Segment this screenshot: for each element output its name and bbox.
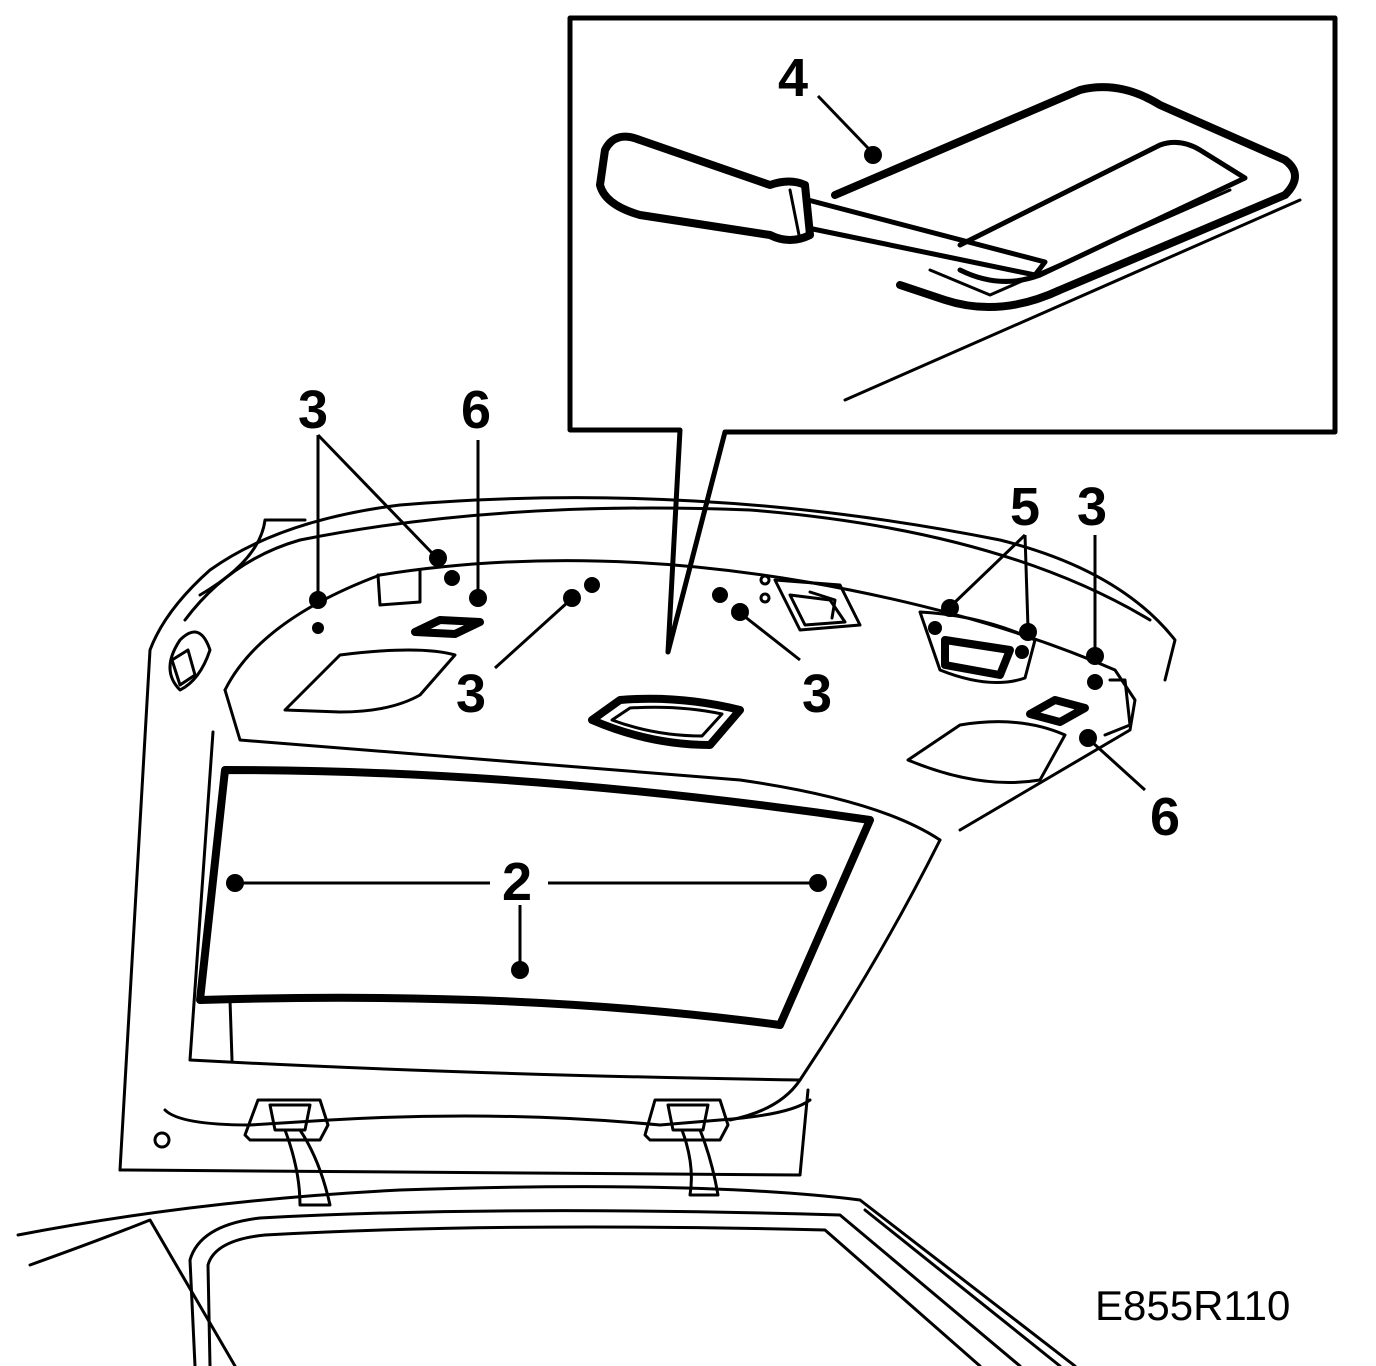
- callout-2: 2: [502, 852, 532, 912]
- hinge-left: [243, 1098, 332, 1207]
- inset-frame: [567, 15, 1338, 655]
- detail-inset: 4: [567, 15, 1338, 655]
- screwdriver-icon: [596, 132, 1048, 278]
- inset-lamp-lens: [957, 139, 1248, 284]
- figure-code: E855R110: [1095, 1282, 1290, 1329]
- callout-6-right: 6: [1150, 787, 1180, 847]
- callout-markers: 3 6 3 3 5 3 6: [226, 380, 1180, 979]
- callout-3-top-left: 3: [298, 380, 328, 440]
- rear-window-glass: [196, 766, 874, 1029]
- callout-4: 4: [778, 48, 808, 108]
- inset-trim-edge: [843, 198, 1302, 402]
- callout-3-center-left: 3: [456, 664, 486, 724]
- hinge-right: [643, 1098, 730, 1197]
- callout-6-top: 6: [461, 380, 491, 440]
- inset-lamp-housing: [831, 83, 1299, 312]
- dot-4: [864, 146, 882, 164]
- callout-3-right: 3: [1077, 477, 1107, 537]
- callout-5: 5: [1010, 477, 1040, 537]
- tailgate-body: [16, 496, 1177, 1366]
- callout-3-center-right: 3: [802, 664, 832, 724]
